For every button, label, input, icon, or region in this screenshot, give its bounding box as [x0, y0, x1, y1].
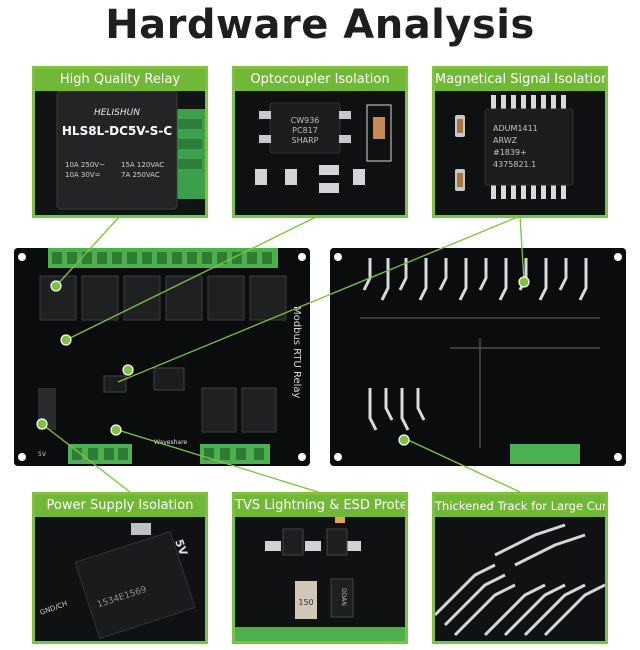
optocoupler-panel: CW936 PC817 SHARP Optocoupler Isolation — [232, 66, 408, 218]
board-name: Modbus RTU Relay — [291, 306, 302, 399]
tvs-code-2: DDAN — [340, 588, 347, 606]
board-front-image: 5V Waveshare Modbus RTU Relay — [14, 248, 310, 466]
relay-closeup-panel: HELISHUN HLS8L-DC5V-S-C 10A 250V~ 10A 30… — [32, 66, 208, 218]
thickened-track-image — [435, 495, 605, 641]
opto-line3: SHARP — [292, 136, 319, 145]
adum-line4: 4375821.1 — [493, 160, 536, 169]
board-back-image — [330, 248, 626, 466]
tvs-protection-image: 150 DDAN — [235, 495, 405, 641]
power-5v-label: 5V — [172, 538, 190, 558]
magnetic-isolation-panel: ADUM1411 ARWZ #1839+ 4375821.1 Magnetica… — [432, 66, 608, 218]
page-title: Hardware Analysis — [105, 2, 535, 48]
label-optocoupler-isolation: Optocoupler Isolation — [235, 69, 405, 91]
board-front: 5V Waveshare Modbus RTU Relay — [14, 248, 310, 466]
opto-line1: CW936 — [291, 116, 320, 125]
magnetic-isolator-image: ADUM1411 ARWZ #1839+ 4375821.1 — [435, 69, 605, 215]
label-tvs-protection: TVS Lightning & ESD Protection — [235, 495, 405, 517]
relay-rating-1: 10A 250V~ — [65, 161, 105, 169]
power-isolation-panel: 1534E1569 5V GND/CH Power Supply Isolati… — [32, 492, 208, 644]
tvs-protection-panel: 150 DDAN TVS Lightning & ESD Protection — [232, 492, 408, 644]
relay-rating-2: 10A 30V= — [65, 171, 101, 179]
relay-model: HLS8L-DC5V-S-C — [62, 124, 172, 138]
relay-brand: HELISHUN — [94, 108, 140, 118]
board-5v-label: 5V — [38, 451, 47, 458]
board-back — [330, 248, 626, 466]
label-thickened-track: Thickened Track for Large Current — [435, 495, 605, 517]
board-brand: Waveshare — [154, 439, 187, 446]
relay-rating-3: 15A 120VAC — [121, 161, 164, 169]
adum-line2: ARWZ — [493, 136, 518, 145]
label-magnetical-signal-isolation: Magnetical Signal Isolation — [435, 69, 605, 91]
relay-rating-4: 7A 250VAC — [121, 171, 160, 179]
opto-line2: PC817 — [292, 126, 318, 135]
adum-line1: ADUM1411 — [493, 124, 538, 133]
power-isolation-image: 1534E1569 5V GND/CH — [35, 495, 205, 641]
relay-closeup-image: HELISHUN HLS8L-DC5V-S-C 10A 250V~ 10A 30… — [35, 69, 205, 215]
adum-line3: #1839+ — [493, 148, 527, 157]
label-power-supply-isolation: Power Supply Isolation — [35, 495, 205, 517]
label-high-quality-relay: High Quality Relay — [35, 69, 205, 91]
thickened-track-panel: Thickened Track for Large Current — [432, 492, 608, 644]
tvs-code: 150 — [298, 598, 313, 607]
optocoupler-image: CW936 PC817 SHARP — [235, 69, 405, 215]
